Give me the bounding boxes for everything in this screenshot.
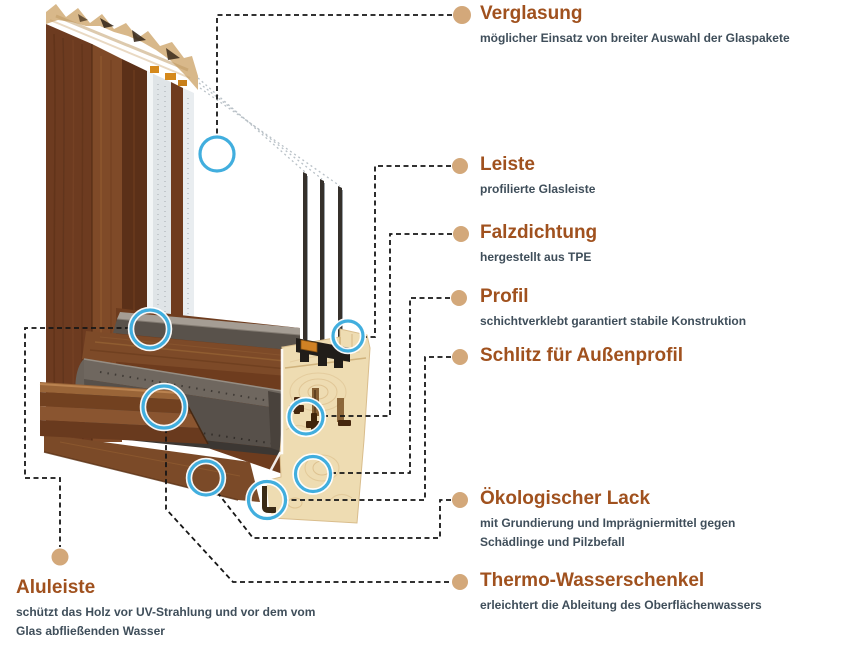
label-thermo-wasserschenkel-title: Thermo-Wasserschenkel [480, 570, 705, 591]
marker-leiste-circle [329, 317, 367, 355]
bullet-thermo-wasserschenkel [452, 574, 468, 590]
bullet-aluleiste [51, 548, 69, 566]
label-profil: Profil schichtverklebt garantiert stabil… [480, 285, 746, 331]
bullet-schlitz [452, 349, 468, 365]
label-aluleiste-title: Aluleiste [16, 577, 96, 598]
label-profil-description: schichtverklebt garantiert stabile Konst… [480, 314, 747, 328]
label-falzdichtung-description: hergestellt aus TPE [480, 250, 592, 264]
label-verglasung-description: möglicher Einsatz von breiter Auswahl de… [480, 31, 790, 45]
leader-profil [332, 297, 450, 474]
bullet-profil [451, 290, 467, 306]
label-schlitz-title: Schlitz für Außenprofil [480, 345, 684, 366]
leader-leiste [364, 165, 451, 338]
bullet-falzdichtung [453, 226, 469, 242]
label-leiste: Leiste profilierte Glasleiste [480, 153, 595, 199]
label-thermo-wasserschenkel: Thermo-Wasserschenkel erleichtert die Ab… [480, 569, 762, 615]
marker-thermo-wasserschenkel-circle [139, 382, 189, 432]
leader-oekologischer-lack [216, 491, 451, 539]
butyl-sealant [300, 339, 318, 353]
label-aluleiste-description: schützt das Holz vor UV-Strahlung und vo… [16, 605, 316, 619]
bullet-leiste [452, 158, 468, 174]
label-leiste-description: profilierte Glasleiste [480, 182, 596, 196]
marker-schlitz-circle [245, 478, 289, 522]
markers [127, 133, 367, 522]
frame-left [46, 24, 147, 450]
alu-strip-front [113, 319, 300, 351]
marker-profil-circle [292, 453, 334, 495]
leader-lines [24, 14, 452, 583]
marker-verglasung-circle [196, 133, 238, 175]
label-profil-title: Profil [480, 286, 529, 307]
label-verglasung-title: Verglasung [480, 3, 583, 24]
label-falzdichtung: Falzdichtung hergestellt aus TPE [480, 221, 597, 267]
label-schlitz: Schlitz für Außenprofil [480, 344, 683, 367]
label-falzdichtung-title: Falzdichtung [480, 222, 598, 243]
leader-falzdichtung [324, 233, 452, 417]
label-oekologischer-lack: Ökologischer Lack mit Grundierung und Im… [480, 487, 735, 552]
marker-oekologischer-lack-circle [185, 457, 227, 499]
label-oekologischer-lack-description: mit Grundierung und Imprägniermittel geg… [480, 516, 736, 530]
leader-aluleiste [24, 327, 130, 547]
bullet-verglasung [453, 6, 471, 24]
label-oekologischer-lack-description2: Schädlinge und Pilzbefall [480, 535, 625, 549]
groove-slot [337, 398, 344, 422]
marker-falzdichtung-circle [285, 396, 327, 438]
label-verglasung: Verglasung möglicher Einsatz von breiter… [480, 2, 790, 48]
top-raw-cut [46, 4, 198, 90]
leader-verglasung [216, 14, 452, 135]
leader-thermo-wasserschenkel [165, 429, 449, 583]
label-bullets [51, 6, 471, 590]
glazing-edge [147, 66, 194, 320]
label-aluleiste: Aluleiste schützt das Holz vor UV-Strahl… [16, 576, 315, 641]
bullet-oekologischer-lack [452, 492, 468, 508]
outer-profile-slot [262, 486, 276, 513]
marker-aluleiste-circle [127, 306, 173, 352]
label-aluleiste-description2: Glas abfließenden Wasser [16, 624, 165, 638]
label-leiste-title: Leiste [480, 154, 535, 175]
leader-schlitz [287, 356, 451, 501]
label-thermo-wasserschenkel-description: erleichtert die Ableitung des Oberfläche… [480, 598, 762, 612]
label-oekologischer-lack-title: Ökologischer Lack [480, 488, 651, 509]
glass-panes [197, 77, 343, 349]
